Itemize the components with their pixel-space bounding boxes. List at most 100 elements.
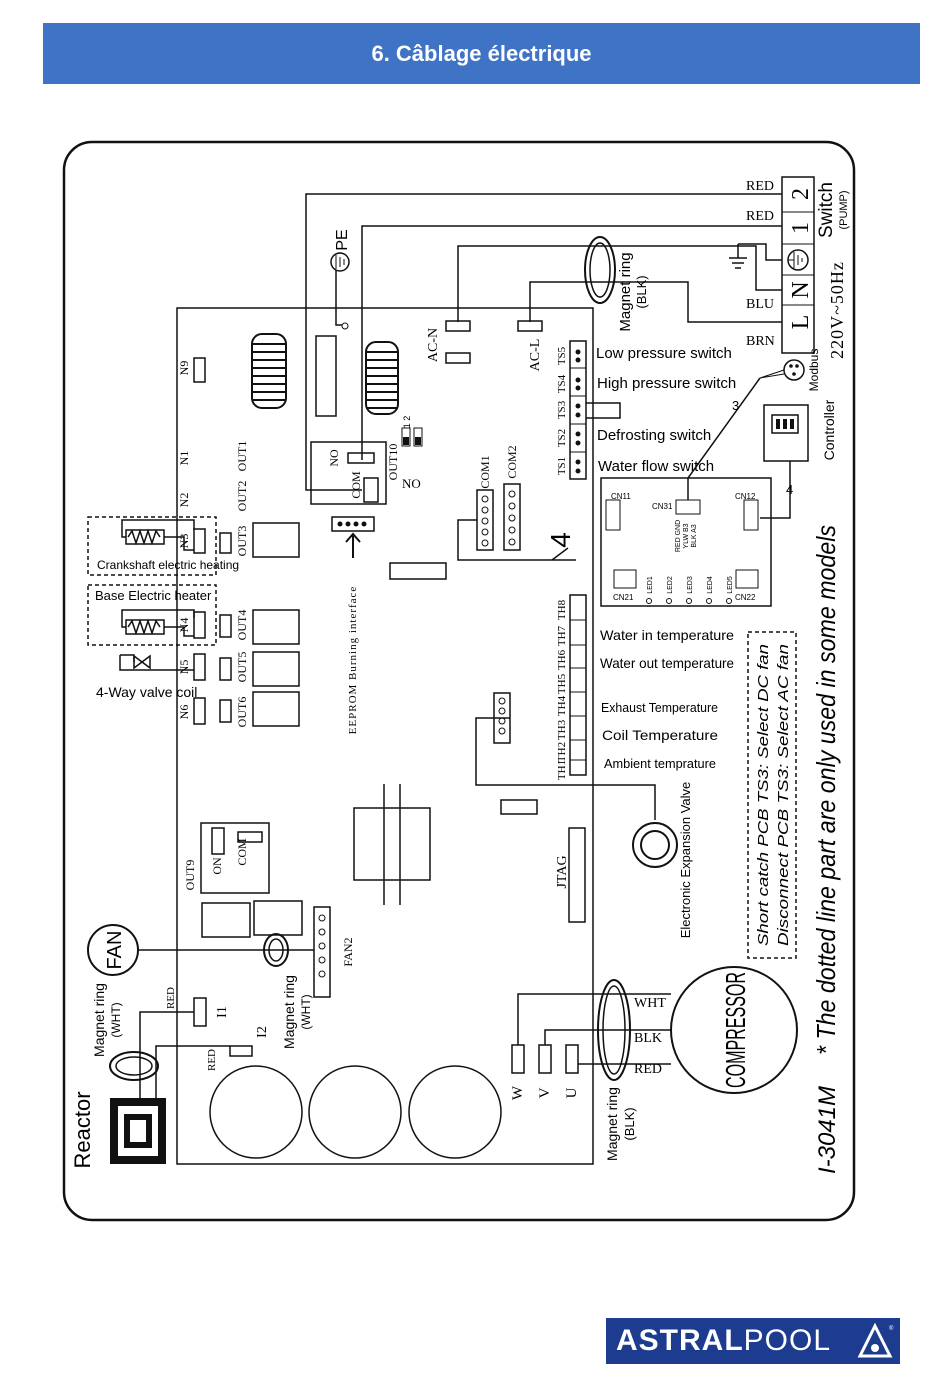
controller-wire <box>760 461 791 519</box>
n9-connector <box>193 357 206 383</box>
dip-switch-numbers: 1 2 <box>402 416 412 429</box>
out9-label: OUT9 <box>183 860 197 891</box>
cn11-label: CN11 <box>611 492 631 501</box>
switch-label: Switch <box>816 182 837 238</box>
wire-red-1: RED <box>746 179 774 194</box>
fan-cap-2 <box>253 900 303 936</box>
magnet-ring-wht-fan-l1: Magnet ring <box>281 975 297 1049</box>
w-label: W <box>510 1085 526 1100</box>
led5-label: LED5 <box>727 576 734 594</box>
out10-com-pin <box>363 477 379 503</box>
com-wire <box>457 519 576 561</box>
out3-label: OUT3 <box>235 526 249 557</box>
pe-ground-icon <box>330 252 350 330</box>
cn12-connector <box>743 499 759 531</box>
magnet-ring-blk-top-l2: (BLK) <box>634 275 649 308</box>
logo-registered: ® <box>889 1325 894 1332</box>
logo-text-bold: ASTRAL <box>616 1324 744 1357</box>
fan-note-1: Short catch PCB TS3: Select DC fan <box>755 644 772 946</box>
compressor-red-label: RED <box>634 1062 662 1077</box>
th8-label: TH8 <box>556 599 568 620</box>
main-pcb <box>176 307 594 1165</box>
ts4-label: TS4 <box>556 374 568 393</box>
cn31-connector <box>675 499 701 515</box>
i1-connector <box>193 997 207 1027</box>
v-connector <box>538 1044 552 1074</box>
out10-no2-label: NO <box>402 476 421 491</box>
magnet-ring-blk-bottom-l1: Magnet ring <box>604 1087 620 1161</box>
ambient-temperature: Ambient temprature <box>604 756 716 771</box>
four-way-valve-label: 4-Way valve coil <box>96 684 197 700</box>
w-connector <box>511 1044 525 1074</box>
crankshaft-label: Crankshaft electric heating <box>97 558 239 572</box>
n1-label: N1 <box>177 451 191 466</box>
expansion-valve-icon <box>632 822 678 868</box>
th6-label: TH6 <box>556 649 568 670</box>
pump-label: (PUMP) <box>838 190 850 229</box>
th1-label: TH1 <box>556 760 568 780</box>
ac-l-label: AC-L <box>528 339 543 372</box>
pe-label: PE <box>334 229 351 250</box>
magnet-ring-wht-reactor-l1: Magnet ring <box>91 983 107 1057</box>
fan-label: FAN <box>104 931 126 970</box>
dotted-line-note: * The dotted line part are only used in … <box>811 525 841 1055</box>
fan-note-box <box>747 631 797 959</box>
out9-com-pin <box>237 831 263 843</box>
com2-connector <box>503 483 521 551</box>
low-pressure-switch: Low pressure switch <box>596 345 732 362</box>
controller-label: Controller <box>821 399 837 460</box>
cn21-label: CN21 <box>613 593 634 602</box>
cn21-connector <box>613 569 637 589</box>
n2-label: N2 <box>177 493 191 508</box>
out5-label: OUT5 <box>235 652 249 683</box>
u-label: U <box>564 1087 580 1098</box>
eeprom-pins <box>337 521 367 527</box>
com1-label: COM1 <box>478 455 492 488</box>
ts3-label: TS3 <box>556 400 568 419</box>
terminal-2: 2 <box>788 188 814 200</box>
led3-label: LED3 <box>687 576 694 594</box>
dip-switch <box>401 427 423 447</box>
led1-label: LED1 <box>647 576 654 594</box>
base-heater-box <box>87 584 217 646</box>
eeprom-connector <box>331 516 375 532</box>
th2-label: TH2 <box>556 742 568 762</box>
display-pcb <box>600 477 772 607</box>
terminal-l: L <box>788 315 814 330</box>
eev-pins <box>498 697 506 735</box>
exhaust-temperature: Exhaust Temperature <box>601 700 718 715</box>
pcb-chip-mid <box>389 562 447 580</box>
high-pressure-switch: High pressure switch <box>597 375 736 392</box>
magnet-ring-blk-bottom <box>597 979 631 1081</box>
inductor-1 <box>251 333 287 409</box>
out10-label: OUT10 <box>386 444 400 481</box>
big-4-label: 4 <box>545 532 576 548</box>
capacitor-3 <box>408 1065 502 1159</box>
ac-n-connector-2 <box>445 352 471 364</box>
jtag-connector <box>568 827 586 923</box>
magnet-ring-wht-fan <box>263 933 289 967</box>
base-heater-label: Base Electric heater <box>95 588 212 603</box>
th5-label: TH5 <box>556 673 568 694</box>
out10-com-label: COM <box>349 471 363 499</box>
capacitor-2 <box>308 1065 402 1159</box>
out10-relay <box>310 441 387 505</box>
u-connector <box>565 1044 579 1074</box>
fan-motor <box>87 924 139 976</box>
cn12-label: CN12 <box>735 492 756 501</box>
defrosting-switch: Defrosting switch <box>597 427 711 444</box>
crankshaft-heater-box <box>87 516 217 576</box>
n6-label: N6 <box>177 705 191 720</box>
th7-label: TH7 <box>556 625 568 646</box>
power-terminal-block: 2 1 N L Switch (PUMP) 220V~50Hz <box>781 176 850 359</box>
ts2-label: TS2 <box>556 429 568 447</box>
modbus-label: Modbus <box>807 349 821 392</box>
n5-label: N5 <box>177 660 191 675</box>
i2-red-label: RED <box>206 1049 218 1071</box>
th-terminal-strip <box>569 594 587 776</box>
wire-brn: BRN <box>746 334 775 349</box>
out4-label: OUT4 <box>235 610 249 641</box>
out9-on-pin <box>211 827 225 855</box>
terminal-1: 1 <box>788 222 814 234</box>
section-header: 6. Câblage électrique <box>43 23 920 84</box>
